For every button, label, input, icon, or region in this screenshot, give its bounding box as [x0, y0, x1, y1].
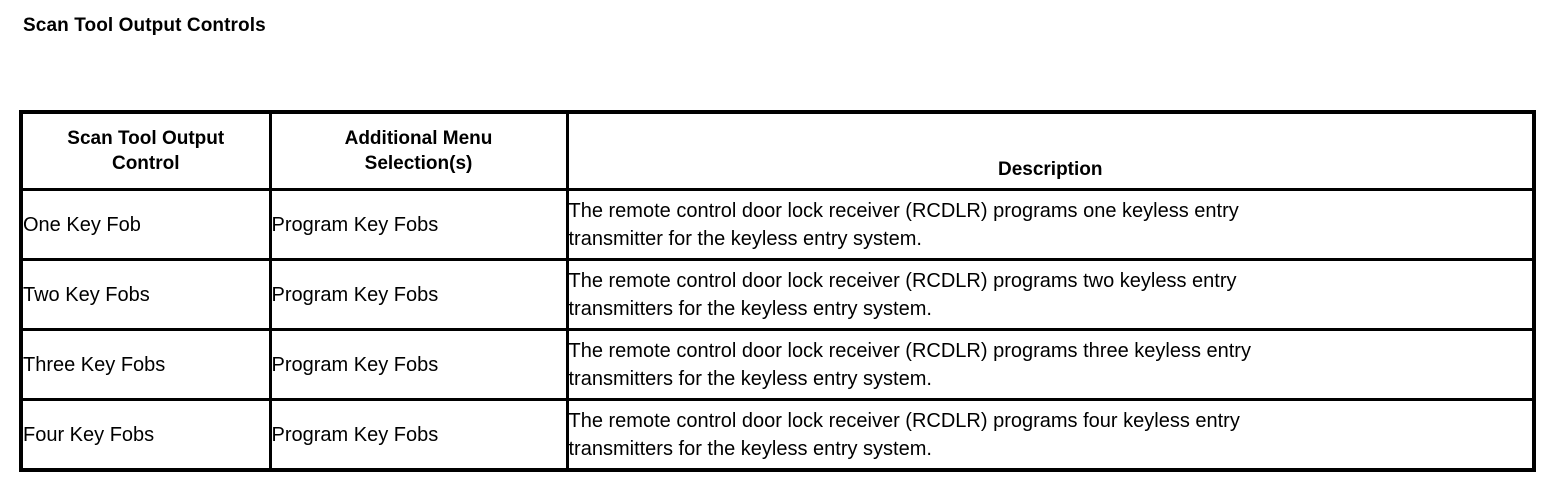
cell-additional-menu-selection: Program Key Fobs: [268, 328, 569, 401]
cell-additional-menu-selection: Program Key Fobs: [268, 188, 569, 261]
description-line-2: transmitters for the keyless entry syste…: [568, 367, 932, 390]
description-line-1: The remote control door lock receiver (R…: [568, 339, 1251, 362]
table-row: One Key Fob Program Key Fobs The remote …: [19, 188, 1536, 261]
page-title: Scan Tool Output Controls: [23, 15, 266, 36]
description-line-2: transmitters for the keyless entry syste…: [568, 437, 932, 460]
cell-description: The remote control door lock receiver (R…: [565, 328, 1536, 401]
column-header-line-2: Description: [997, 159, 1103, 180]
column-header-line-2: Control: [111, 153, 180, 174]
column-header-line-1: Additional Menu: [344, 128, 493, 149]
column-header-description: Description: [565, 110, 1536, 191]
table-header-row: Scan Tool Output Control Additional Menu…: [19, 110, 1536, 191]
table-row: Three Key Fobs Program Key Fobs The remo…: [19, 328, 1536, 401]
table-row: Two Key Fobs Program Key Fobs The remote…: [19, 258, 1536, 331]
cell-scan-tool-output-control: Three Key Fobs: [19, 328, 272, 401]
cell-description: The remote control door lock receiver (R…: [565, 258, 1536, 331]
cell-scan-tool-output-control: Two Key Fobs: [19, 258, 272, 331]
table-row: Four Key Fobs Program Key Fobs The remot…: [19, 398, 1536, 472]
scan-tool-output-controls-table: Scan Tool Output Control Additional Menu…: [19, 110, 1536, 472]
table-header: Scan Tool Output Control Additional Menu…: [19, 110, 1536, 191]
cell-additional-menu-selection: Program Key Fobs: [268, 258, 569, 331]
column-header-additional-menu-selections: Additional Menu Selection(s): [268, 110, 569, 191]
description-line-2: transmitter for the keyless entry system…: [568, 227, 922, 250]
cell-scan-tool-output-control: Four Key Fobs: [19, 398, 272, 472]
description-line-1: The remote control door lock receiver (R…: [568, 269, 1237, 292]
description-line-2: transmitters for the keyless entry syste…: [568, 297, 932, 320]
cell-description: The remote control door lock receiver (R…: [565, 188, 1536, 261]
scan-tool-output-controls-table-container: Scan Tool Output Control Additional Menu…: [19, 110, 1536, 472]
table-body: One Key Fob Program Key Fobs The remote …: [19, 188, 1536, 472]
description-line-1: The remote control door lock receiver (R…: [568, 199, 1239, 222]
column-header-line-2: Selection(s): [364, 153, 473, 174]
cell-additional-menu-selection: Program Key Fobs: [268, 398, 569, 472]
cell-description: The remote control door lock receiver (R…: [565, 398, 1536, 472]
column-header-scan-tool-output-control: Scan Tool Output Control: [19, 110, 272, 191]
cell-scan-tool-output-control: One Key Fob: [19, 188, 272, 261]
description-line-1: The remote control door lock receiver (R…: [568, 409, 1240, 432]
column-header-line-1: Scan Tool Output: [67, 128, 225, 149]
